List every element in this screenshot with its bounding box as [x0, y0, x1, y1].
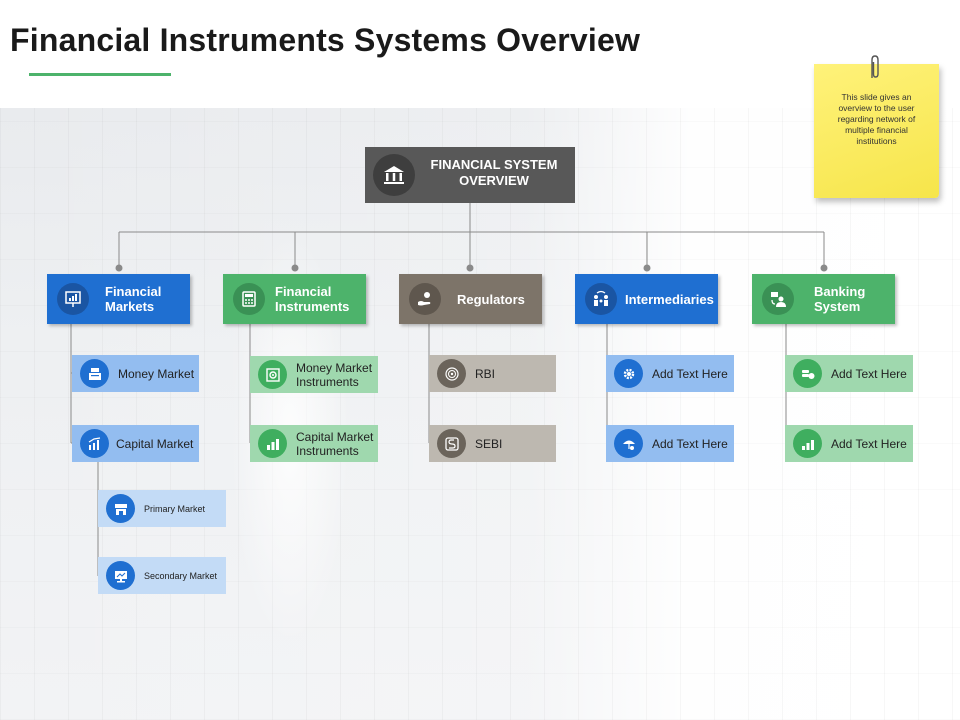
item-label: Money Market Instruments — [296, 360, 373, 389]
category-label: Financial Instruments — [275, 284, 350, 314]
category-label: Regulators — [457, 291, 525, 307]
list-item-banking-1[interactable]: Add Text Here — [785, 355, 913, 392]
list-item-rbi[interactable]: RBI — [429, 355, 556, 392]
safe-icon — [258, 360, 287, 389]
title-underline — [29, 73, 171, 76]
item-label: Money Market — [118, 366, 195, 381]
list-item-banking-2[interactable]: Add Text Here — [785, 425, 913, 462]
list-item-capital-market[interactable]: Capital Market — [72, 425, 199, 462]
root-label: FINANCIAL SYSTEM OVERVIEW — [430, 157, 558, 188]
sticky-note-text: This slide gives an overview to the user… — [837, 92, 916, 146]
sebi-logo-icon — [437, 429, 466, 458]
category-regulators[interactable]: Regulators — [399, 274, 542, 324]
item-label: Capital Market — [116, 436, 194, 451]
item-label: Capital Market Instruments — [296, 429, 374, 458]
item-label: SEBI — [475, 436, 503, 451]
banker-icon — [762, 283, 794, 315]
list-item-capital-market-instruments[interactable]: Capital Market Instruments — [250, 425, 378, 462]
category-financial-markets[interactable]: Financial Markets — [47, 274, 190, 324]
paper-clip-icon — [871, 55, 879, 78]
category-intermediaries[interactable]: Intermediaries — [575, 274, 718, 324]
bar-chart-icon — [80, 429, 109, 458]
gear-icon — [614, 359, 643, 388]
list-item-sebi[interactable]: SEBI — [429, 425, 556, 462]
presentation-chart-icon — [57, 283, 89, 315]
seal-icon — [437, 359, 466, 388]
page-title: Financial Instruments Systems Overview — [10, 22, 641, 58]
category-label: Banking System — [814, 284, 866, 314]
category-label: Financial Markets — [105, 284, 162, 314]
item-label: Primary Market — [144, 503, 206, 514]
root-node[interactable]: FINANCIAL SYSTEM OVERVIEW — [365, 147, 575, 203]
growth-bars-icon — [258, 429, 287, 458]
bank-icon — [373, 154, 415, 196]
item-label: RBI — [475, 366, 496, 381]
hand-coin-icon — [409, 283, 441, 315]
umbrella-coin-icon — [614, 429, 643, 458]
category-label: Intermediaries — [625, 291, 714, 307]
item-label: Add Text Here — [652, 436, 728, 451]
people-exchange-icon — [585, 283, 617, 315]
money-stack-icon — [793, 359, 822, 388]
list-item-secondary-market[interactable]: Secondary Market — [98, 557, 226, 594]
category-banking-system[interactable]: Banking System — [752, 274, 895, 324]
sticky-note: This slide gives an overview to the user… — [814, 64, 939, 198]
item-label: Add Text Here — [652, 366, 728, 381]
monitor-icon — [106, 561, 135, 590]
list-item-money-market[interactable]: Money Market — [72, 355, 199, 392]
list-item-intermediaries-1[interactable]: Add Text Here — [606, 355, 734, 392]
list-item-intermediaries-2[interactable]: Add Text Here — [606, 425, 734, 462]
coin-stacks-icon — [793, 429, 822, 458]
calculator-icon — [233, 283, 265, 315]
storefront-icon — [106, 494, 135, 523]
list-item-money-market-instruments[interactable]: Money Market Instruments — [250, 356, 378, 393]
cash-register-icon — [80, 359, 109, 388]
category-financial-instruments[interactable]: Financial Instruments — [223, 274, 366, 324]
item-label: Secondary Market — [144, 570, 218, 581]
item-label: Add Text Here — [831, 366, 907, 381]
list-item-primary-market[interactable]: Primary Market — [98, 490, 226, 527]
background-photo — [0, 108, 960, 720]
item-label: Add Text Here — [831, 436, 907, 451]
